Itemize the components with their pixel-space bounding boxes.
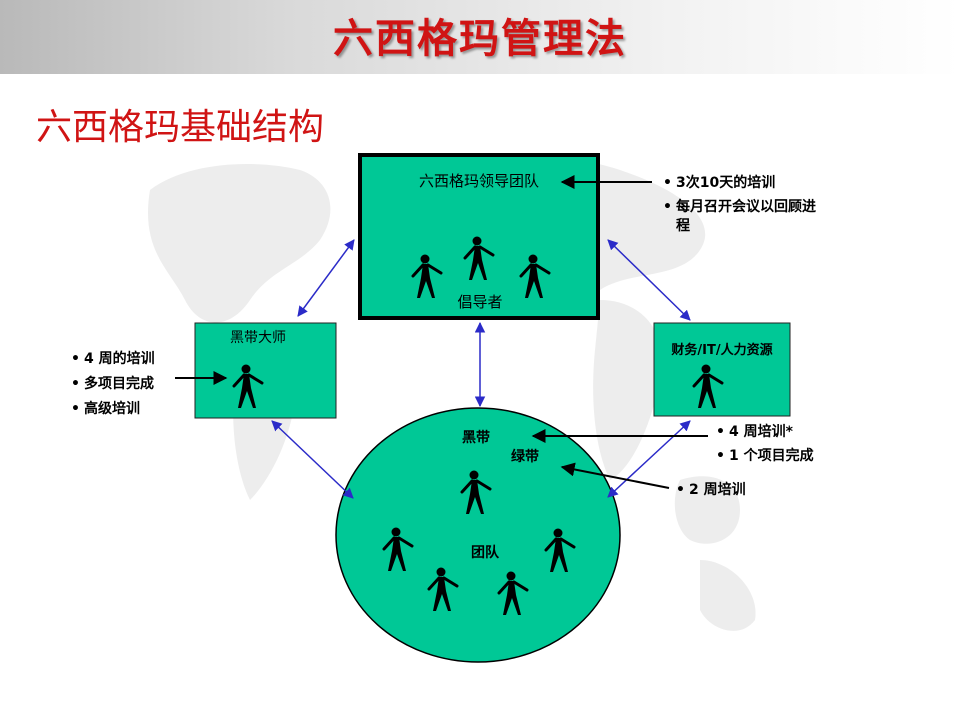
leadership-note: 每月召开会议以回顾进 [676, 198, 816, 215]
connector-arrow [271, 420, 354, 499]
connector-arrows [271, 239, 691, 499]
green-belt-notes: • 2 周培训 [676, 481, 746, 498]
note-arrows [175, 175, 708, 489]
bullet-icon: • [71, 351, 80, 367]
master-black-belt-label: 黑带大师 [230, 330, 286, 346]
connector-arrow [607, 420, 691, 498]
support-functions-label: 财务/IT/人力资源 [671, 342, 772, 358]
master-black-belt-note: 4 周的培训 [84, 350, 155, 367]
bullet-icon: • [663, 175, 672, 191]
bullet-icon: • [71, 376, 80, 392]
leadership-note: 程 [676, 218, 690, 234]
black-belt-notes: • 4 周培训* • 1 个项目完成 [716, 423, 814, 464]
bullet-icon: • [71, 401, 80, 417]
master-black-belt-notes: • 4 周的培训 • 多项目完成 • 高级培训 [71, 350, 155, 417]
page-title: 六西格玛管理法 [333, 16, 627, 62]
green-belt-label: 绿带 [511, 448, 539, 465]
connector-arrow [297, 239, 355, 317]
leadership-note: 3次10天的培训 [676, 174, 775, 191]
green-belt-note: 2 周培训 [689, 481, 746, 498]
black-belt-label: 黑带 [462, 430, 490, 446]
leadership-team-box [358, 153, 600, 320]
leadership-team-label: 六西格玛领导团队 [419, 172, 539, 190]
black-belt-note: 1 个项目完成 [729, 447, 814, 464]
master-black-belt-box [194, 322, 337, 419]
section-subtitle: 六西格玛基础结构 [36, 107, 325, 148]
champion-label: 倡导者 [457, 293, 502, 311]
team-circle [335, 407, 621, 663]
bullet-icon: • [663, 199, 672, 215]
black-belt-note: 4 周培训* [729, 423, 794, 440]
bullet-icon: • [676, 482, 685, 498]
leadership-notes: • 3次10天的培训 • 每月召开会议以回顾进 程 [663, 174, 816, 234]
bullet-icon: • [716, 424, 725, 440]
bullet-icon: • [716, 448, 725, 464]
support-functions-box [653, 322, 791, 417]
connector-arrow [607, 239, 691, 321]
team-label: 团队 [471, 544, 500, 561]
master-black-belt-note: 高级培训 [84, 400, 140, 417]
header-band [0, 0, 960, 74]
master-black-belt-note: 多项目完成 [84, 375, 154, 392]
note-arrow [560, 462, 670, 489]
